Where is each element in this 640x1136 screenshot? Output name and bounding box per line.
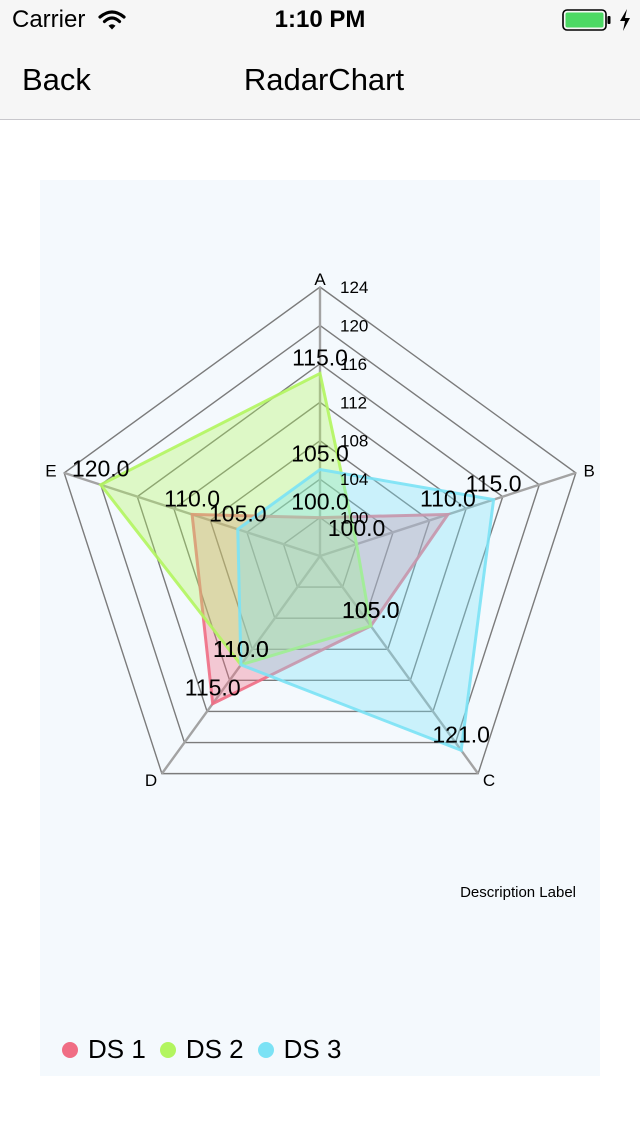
radial-tick-label: 112 bbox=[340, 393, 367, 412]
legend-label: DS 1 bbox=[88, 1034, 146, 1064]
value-label: 105.0 bbox=[291, 441, 349, 467]
status-bar: Carrier 1:10 PM bbox=[0, 0, 640, 40]
axis-label: B bbox=[583, 461, 594, 480]
value-label: 110.0 bbox=[164, 485, 220, 511]
chart-description: Description Label bbox=[460, 884, 576, 901]
value-label: 110.0 bbox=[420, 485, 476, 511]
radial-tick-label: 120 bbox=[340, 316, 368, 335]
carrier-label: Carrier bbox=[12, 6, 86, 33]
page-title: RadarChart bbox=[243, 62, 405, 97]
legend-item-ds3: DS 3 bbox=[257, 1034, 342, 1065]
axis-label: C bbox=[483, 771, 495, 790]
series-2-area bbox=[98, 371, 373, 667]
axis-label: E bbox=[45, 461, 56, 480]
legend-swatch bbox=[62, 1041, 78, 1058]
radial-tick-label: 104 bbox=[340, 470, 368, 489]
axis-label: D bbox=[145, 771, 157, 790]
value-label: 105.0 bbox=[209, 500, 267, 526]
legend-label: DS 2 bbox=[185, 1034, 244, 1064]
web-ring bbox=[246, 478, 394, 619]
value-label: 115.0 bbox=[292, 344, 348, 370]
web-ring bbox=[63, 286, 577, 775]
legend-label: DS 3 bbox=[283, 1034, 342, 1064]
value-label: 121.0 bbox=[432, 721, 490, 747]
status-time: 1:10 PM bbox=[274, 6, 366, 33]
series-3-area bbox=[236, 467, 496, 753]
series-1-area bbox=[190, 512, 451, 706]
legend-swatch bbox=[159, 1041, 176, 1058]
axis-label: A bbox=[314, 270, 326, 289]
value-label: 110.0 bbox=[213, 636, 269, 662]
legend-swatch bbox=[257, 1041, 274, 1058]
legend-item-ds1: DS 1 bbox=[62, 1034, 146, 1065]
value-label: 120.0 bbox=[72, 456, 130, 482]
value-label: 100.0 bbox=[291, 489, 349, 515]
value-label: 105.0 bbox=[342, 597, 400, 623]
battery-icon bbox=[562, 9, 612, 36]
web-spoke bbox=[319, 555, 480, 775]
web-ring bbox=[136, 362, 504, 713]
value-label: 105.0 bbox=[342, 597, 400, 623]
legend-item-ds2: DS 2 bbox=[159, 1034, 244, 1065]
radial-tick-label: 116 bbox=[340, 355, 367, 374]
value-label: 115.0 bbox=[185, 675, 241, 701]
wifi-icon bbox=[98, 9, 126, 36]
radial-tick-label: 100 bbox=[340, 509, 368, 528]
legend: DS 1 DS 2 DS 3 bbox=[62, 1034, 355, 1065]
radial-tick-label: 108 bbox=[340, 432, 368, 451]
value-label: 115.0 bbox=[466, 471, 522, 497]
value-label: 100.0 bbox=[328, 515, 386, 541]
web-ring bbox=[282, 516, 358, 588]
web-ring bbox=[99, 324, 541, 744]
charging-icon bbox=[618, 8, 632, 37]
radial-tick-label: 124 bbox=[340, 278, 368, 297]
navigation-bar: Back RadarChart bbox=[0, 40, 640, 120]
value-label: 110.0 bbox=[213, 636, 269, 662]
back-button[interactable]: Back bbox=[22, 62, 91, 97]
